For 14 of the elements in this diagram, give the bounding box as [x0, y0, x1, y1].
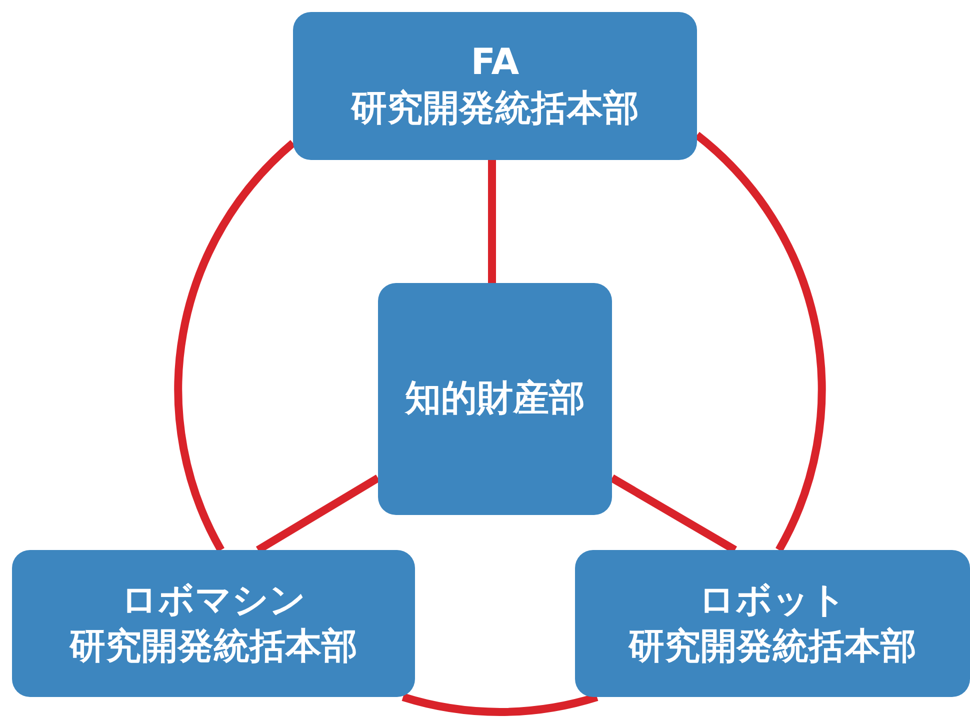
department-box	[12, 550, 415, 697]
box-label: FA	[470, 41, 520, 85]
box-label: ロボット	[698, 578, 846, 622]
circle-arc	[174, 140, 296, 552]
box-label: 知的財産部	[405, 377, 585, 421]
box-label: 研究開発統括本部	[628, 624, 916, 668]
connector-line	[488, 160, 496, 283]
box-label: ロボマシン	[121, 578, 306, 622]
department-box	[293, 12, 697, 160]
box-label: 研究開発統括本部	[70, 624, 358, 668]
department-box	[575, 550, 970, 697]
box-label: 研究開発統括本部	[351, 87, 639, 131]
circle-arc	[402, 693, 598, 716]
department-box	[378, 283, 612, 515]
